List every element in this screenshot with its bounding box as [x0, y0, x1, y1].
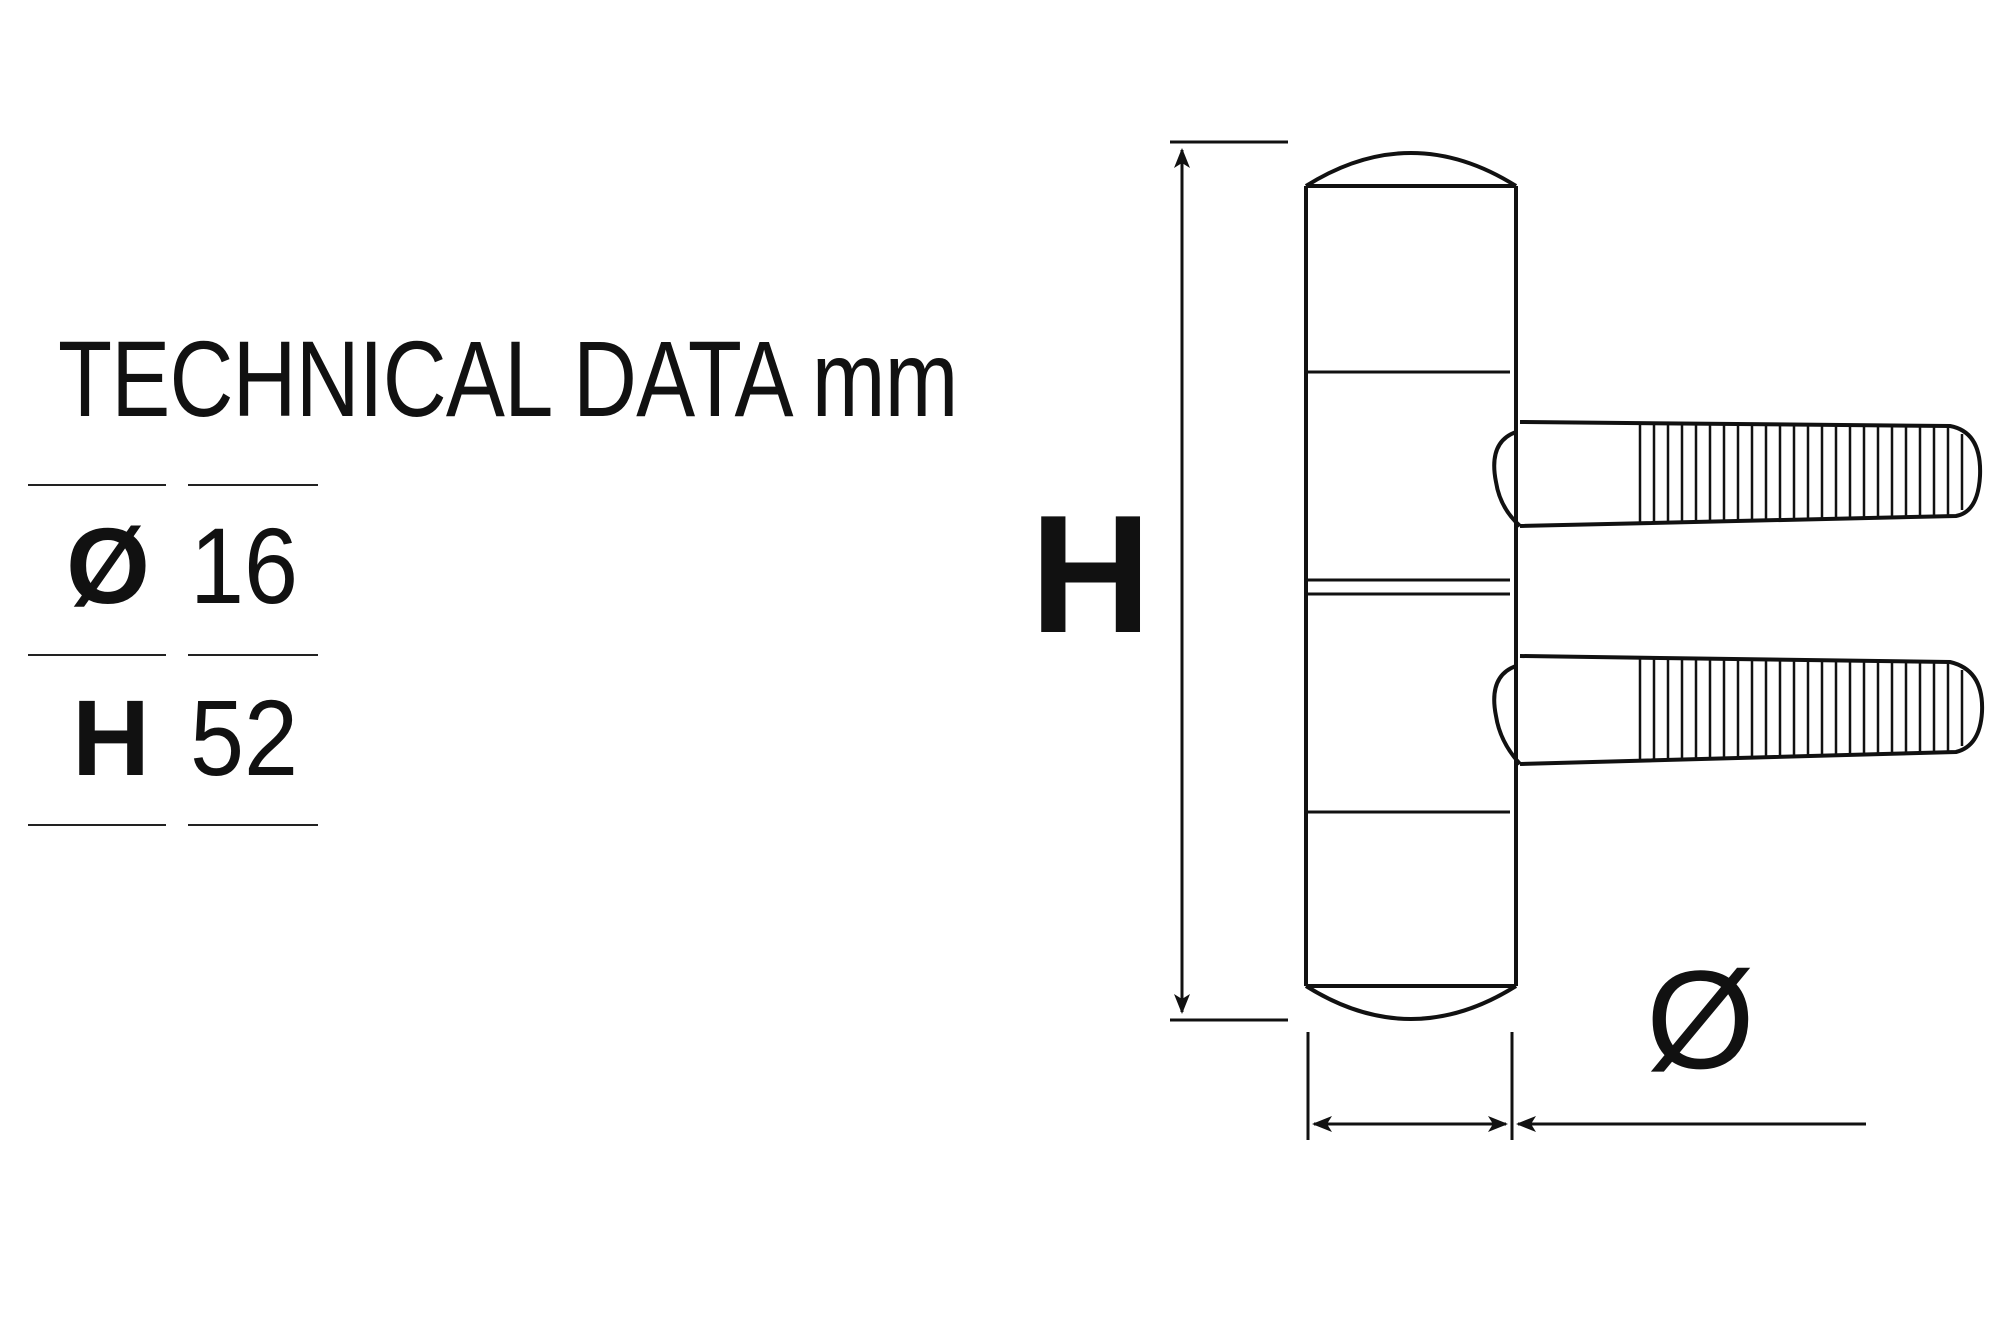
diameter-symbol: Ø	[65, 505, 150, 626]
hinge-barrel	[1304, 151, 1518, 1021]
page-title: TECHNICAL DATA mm	[58, 318, 958, 439]
height-value: 52	[190, 677, 299, 798]
table-rule-bottom-right	[188, 824, 318, 826]
diameter-value: 16	[190, 505, 299, 626]
height-dimension-label: H	[1030, 480, 1152, 668]
lower-threaded-pin	[1492, 654, 1985, 766]
table-rule-mid-left	[28, 654, 166, 656]
diameter-dimension-label: Ø	[1646, 941, 1755, 1098]
table-rule-top-left	[28, 484, 166, 486]
height-symbol: H	[72, 677, 150, 798]
table-rule-top-right	[188, 484, 318, 486]
upper-threaded-pin	[1492, 420, 1983, 528]
table-rule-mid-right	[188, 654, 318, 656]
table-rule-bottom-left	[28, 824, 166, 826]
